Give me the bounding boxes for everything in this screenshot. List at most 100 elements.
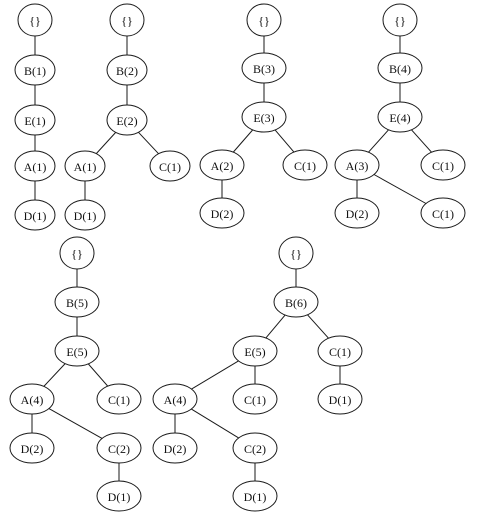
- node-ellipse: [420, 197, 466, 229]
- tree-6-edge-e-a: [191, 360, 239, 390]
- node-ellipse: [96, 432, 142, 464]
- node-ellipse: [152, 383, 198, 415]
- tree-node: C(1): [96, 383, 142, 415]
- node-ellipse: [199, 149, 245, 181]
- tree-node: {}: [59, 236, 95, 270]
- node-ellipse: [64, 150, 106, 182]
- tree-4-edge-e-c: [411, 129, 432, 153]
- node-label: {}: [29, 14, 41, 28]
- node-ellipse: [9, 383, 55, 415]
- tree-node: D(1): [64, 199, 106, 231]
- node-label: C(1): [432, 159, 454, 173]
- node-ellipse: [273, 286, 319, 318]
- node-ellipse: [232, 335, 278, 367]
- tree-node: {}: [278, 236, 314, 270]
- tree-4: {} B(4) E(4) A(3) C(1) D(2) C(1): [334, 3, 466, 229]
- tree-node: D(1): [317, 383, 363, 415]
- tree-node: B(1): [14, 54, 56, 86]
- node-label: A(4): [164, 393, 187, 407]
- node-ellipse: [317, 383, 363, 415]
- node-label: D(2): [211, 207, 234, 221]
- tree-node: B(3): [241, 52, 287, 84]
- node-ellipse: [96, 383, 142, 415]
- node-label: D(1): [74, 209, 97, 223]
- node-label: A(4): [21, 393, 44, 407]
- node-label: D(1): [24, 209, 47, 223]
- node-label: C(2): [108, 442, 130, 456]
- tree-node: E(5): [54, 335, 100, 367]
- node-ellipse: [334, 197, 380, 229]
- tree-5: {} B(5) E(5) A(4) C(1) D(2) C(2) D(1): [9, 236, 142, 512]
- node-label: D(2): [346, 207, 369, 221]
- node-ellipse: [17, 3, 53, 37]
- tree-node: C(1): [232, 383, 278, 415]
- node-ellipse: [232, 480, 278, 512]
- tree-6-edge-b-e: [265, 314, 286, 339]
- tree-6: {} B(6) E(5) C(1) A(4) C(1) D(1) D(2) C(2) D(1): [152, 236, 363, 512]
- node-label: A(1): [74, 160, 97, 174]
- node-label: {}: [290, 247, 302, 261]
- tree-node: D(2): [334, 197, 380, 229]
- node-label: B(2): [116, 64, 138, 78]
- node-label: {}: [71, 247, 83, 261]
- node-ellipse: [9, 432, 55, 464]
- tree-node: C(1): [420, 197, 466, 229]
- tree-node: C(1): [282, 149, 328, 181]
- node-label: B(6): [285, 296, 307, 310]
- node-label: {}: [258, 14, 270, 28]
- tree-node: C(1): [317, 335, 363, 367]
- tree-node: D(2): [152, 432, 198, 464]
- node-label: D(1): [244, 490, 267, 504]
- node-label: C(1): [244, 393, 266, 407]
- node-ellipse: [278, 236, 314, 270]
- tree-node: E(5): [232, 335, 278, 367]
- node-ellipse: [96, 480, 142, 512]
- node-ellipse: [246, 3, 282, 37]
- node-ellipse: [317, 335, 363, 367]
- tree-node: D(1): [96, 480, 142, 512]
- tree-1: {}B(1)E(1)A(1)D(1): [14, 3, 56, 231]
- tree-node: E(1): [14, 104, 56, 136]
- node-ellipse: [420, 149, 466, 181]
- node-label: E(4): [389, 111, 410, 125]
- tree-node: B(5): [54, 286, 100, 318]
- node-ellipse: [382, 3, 418, 37]
- tree-3-edge-e-c: [274, 129, 295, 153]
- node-label: E(1): [24, 114, 45, 128]
- tree-node: {}: [109, 3, 145, 37]
- node-label: C(2): [244, 442, 266, 456]
- tree-2-edge-e-a: [95, 132, 117, 154]
- node-label: C(1): [294, 159, 316, 173]
- tree-6-edge-a-c2: [191, 408, 239, 439]
- node-ellipse: [106, 104, 148, 136]
- node-label: {}: [121, 14, 133, 28]
- node-ellipse: [14, 150, 56, 182]
- tree-node: B(4): [377, 52, 423, 84]
- node-label: A(3): [346, 159, 369, 173]
- node-ellipse: [241, 101, 287, 133]
- tree-3: {}B(3)E(3)A(2)C(1)D(2): [199, 3, 328, 229]
- tree-node: A(4): [152, 383, 198, 415]
- tree-5-edge-e-a: [43, 363, 66, 387]
- tree-node: D(1): [232, 480, 278, 512]
- tree-node: D(2): [199, 197, 245, 229]
- node-label: D(2): [21, 442, 44, 456]
- tree-6-edge-b-c: [307, 314, 329, 339]
- node-label: C(1): [329, 345, 351, 359]
- node-label: D(2): [164, 442, 187, 456]
- tree-node: C(1): [420, 149, 466, 181]
- tree-node: {}: [246, 3, 282, 37]
- tree-5-edge-a-c2: [48, 408, 103, 439]
- node-label: {}: [394, 14, 406, 28]
- tree-3-edge-e-a: [232, 129, 254, 153]
- node-ellipse: [232, 383, 278, 415]
- node-label: E(2): [116, 114, 137, 128]
- node-label: C(1): [108, 393, 130, 407]
- node-label: C(1): [432, 207, 454, 221]
- node-label: C(1): [159, 160, 181, 174]
- node-ellipse: [241, 52, 287, 84]
- node-label: B(3): [253, 62, 275, 76]
- tree-node: C(1): [149, 150, 191, 182]
- node-ellipse: [14, 54, 56, 86]
